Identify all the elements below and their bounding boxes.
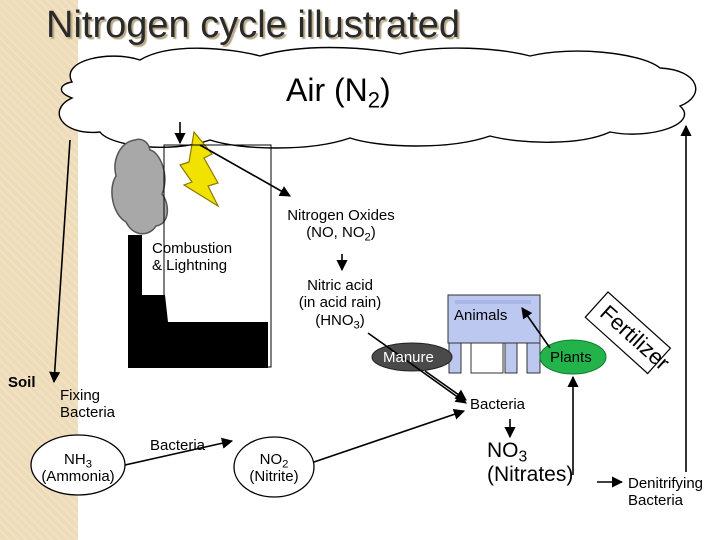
nitrogen-oxides-label: Nitrogen Oxides (NO, NO2) [287,207,395,244]
bacteria-right-label: Bacteria [470,396,526,413]
animals-label: Animals [454,307,508,324]
soil-label: Soil [8,374,36,391]
combustion-label: Combustion& Lightning [152,240,233,275]
factory-illustration [111,138,268,368]
nitric-acid-label: Nitric acid (in acid rain) (HNO3) [298,277,382,331]
nitrite-label: NO2 (Nitrite) [249,451,299,486]
plants-label: Plants [550,349,592,366]
cycle-arrows [49,122,692,488]
fertilizer-box [584,291,672,375]
arrow-combustion-to-oxides [199,144,291,197]
manure-label: Manure [383,349,434,366]
arrow-manure-to-bacteria [424,370,467,401]
combustion-box [163,144,272,368]
arrow-air-to-soil [49,139,71,384]
arrow-nitric-to-bacteria [367,332,467,404]
arrow-ammonia-to-nitrite [124,437,234,466]
air-label: Air (N2) [286,72,391,113]
arrow-nitrite-to-bacteria [313,408,466,463]
nitrates-label: NO3 (Nitrates) [487,439,574,487]
ammonia-label: NH3 (Ammonia) [41,451,115,486]
page-title: Nitrogen cycle illustrated [46,4,460,46]
bacteria-left-label: Bacteria [150,437,206,454]
arrow-plants-to-animals [521,307,551,349]
nitrite-oval [233,436,315,498]
plants-shape [539,339,607,375]
